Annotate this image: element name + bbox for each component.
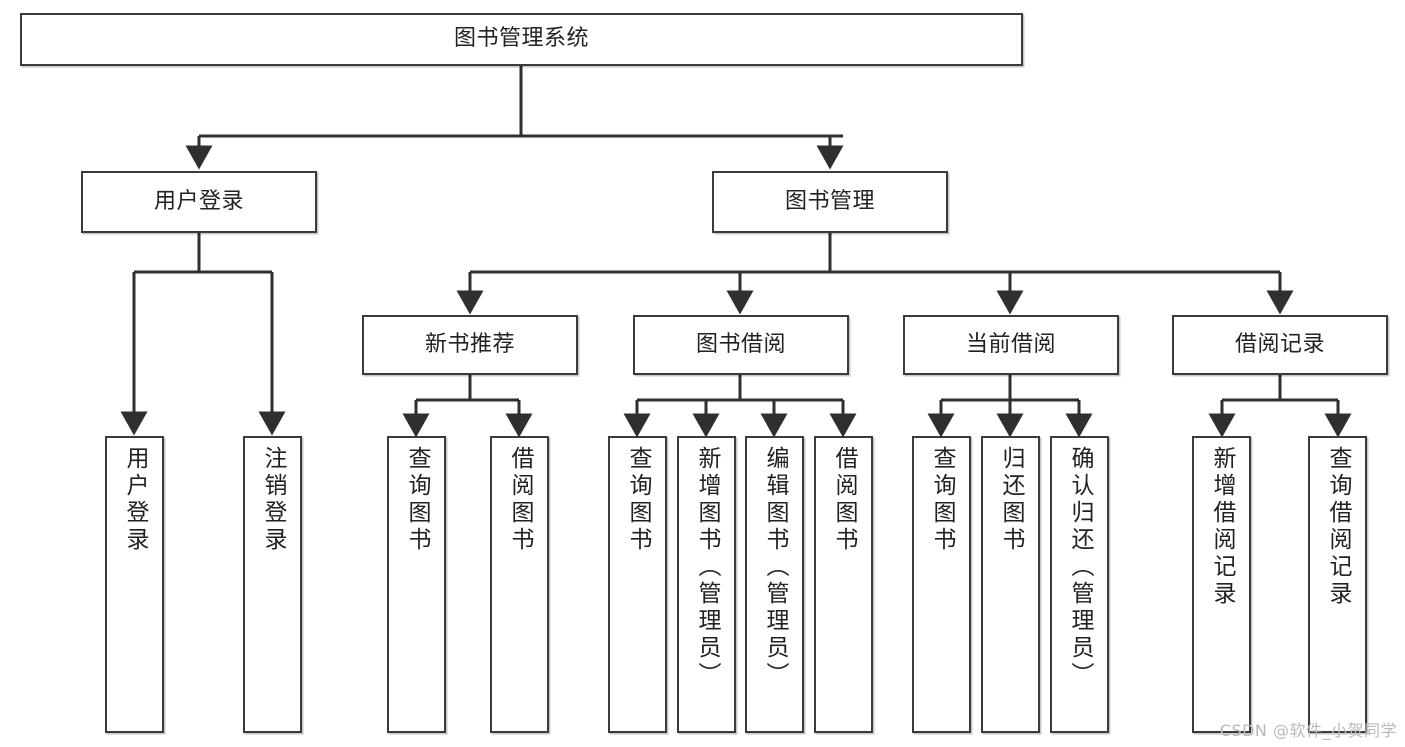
node-leaf-query-book-2[interactable]: 查询图书 [608, 436, 667, 733]
node-leaf-user-login[interactable]: 用户登录 [105, 436, 164, 733]
node-current-borrow[interactable]: 当前借阅 [903, 315, 1119, 375]
node-leaf-query-book-3-label: 查询图书 [929, 446, 955, 554]
node-leaf-query-book-1[interactable]: 查询图书 [387, 436, 446, 733]
node-root[interactable]: 图书管理系统 [20, 13, 1023, 66]
node-leaf-edit-book-label: 编辑图书（管理员） [762, 446, 788, 689]
node-leaf-edit-book[interactable]: 编辑图书（管理员） [745, 436, 804, 733]
node-leaf-user-login-label: 用户登录 [122, 446, 148, 554]
node-new-book-recommend[interactable]: 新书推荐 [362, 315, 578, 375]
node-leaf-add-record[interactable]: 新增借阅记录 [1192, 436, 1251, 733]
node-leaf-add-record-label: 新增借阅记录 [1209, 446, 1235, 608]
node-borrow-record-label: 借阅记录 [1234, 331, 1325, 357]
node-book-borrow[interactable]: 图书借阅 [633, 315, 849, 375]
node-leaf-user-logout-label: 注销登录 [260, 446, 286, 554]
node-book-manage-label: 图书管理 [784, 188, 875, 214]
node-new-book-recommend-label: 新书推荐 [424, 331, 515, 357]
node-leaf-borrow-book-1[interactable]: 借阅图书 [490, 436, 549, 733]
node-leaf-confirm-return-label: 确认归还（管理员） [1067, 446, 1093, 689]
node-leaf-borrow-book-2-label: 借阅图书 [831, 446, 857, 554]
node-leaf-query-record-label: 查询借阅记录 [1325, 446, 1351, 608]
node-leaf-borrow-book-2[interactable]: 借阅图书 [814, 436, 873, 733]
node-leaf-query-book-3[interactable]: 查询图书 [912, 436, 971, 733]
node-book-manage[interactable]: 图书管理 [712, 171, 948, 233]
node-leaf-confirm-return[interactable]: 确认归还（管理员） [1050, 436, 1109, 733]
node-leaf-query-record[interactable]: 查询借阅记录 [1308, 436, 1367, 733]
node-current-borrow-label: 当前借阅 [965, 331, 1056, 357]
node-leaf-add-book[interactable]: 新增图书（管理员） [677, 436, 736, 733]
watermark-text: CSDN @软件_小贺同学 [1219, 721, 1397, 740]
node-borrow-record[interactable]: 借阅记录 [1172, 315, 1388, 375]
node-leaf-borrow-book-1-label: 借阅图书 [507, 446, 533, 554]
node-user-login[interactable]: 用户登录 [81, 171, 317, 233]
node-leaf-add-book-label: 新增图书（管理员） [694, 446, 720, 689]
node-book-borrow-label: 图书借阅 [695, 331, 786, 357]
node-leaf-return-book-label: 归还图书 [998, 446, 1024, 554]
node-user-login-label: 用户登录 [153, 188, 244, 214]
node-leaf-query-book-1-label: 查询图书 [404, 446, 430, 554]
node-root-label: 图书管理系统 [453, 26, 589, 52]
node-leaf-user-logout[interactable]: 注销登录 [243, 436, 302, 733]
node-leaf-return-book[interactable]: 归还图书 [981, 436, 1040, 733]
node-leaf-query-book-2-label: 查询图书 [625, 446, 651, 554]
